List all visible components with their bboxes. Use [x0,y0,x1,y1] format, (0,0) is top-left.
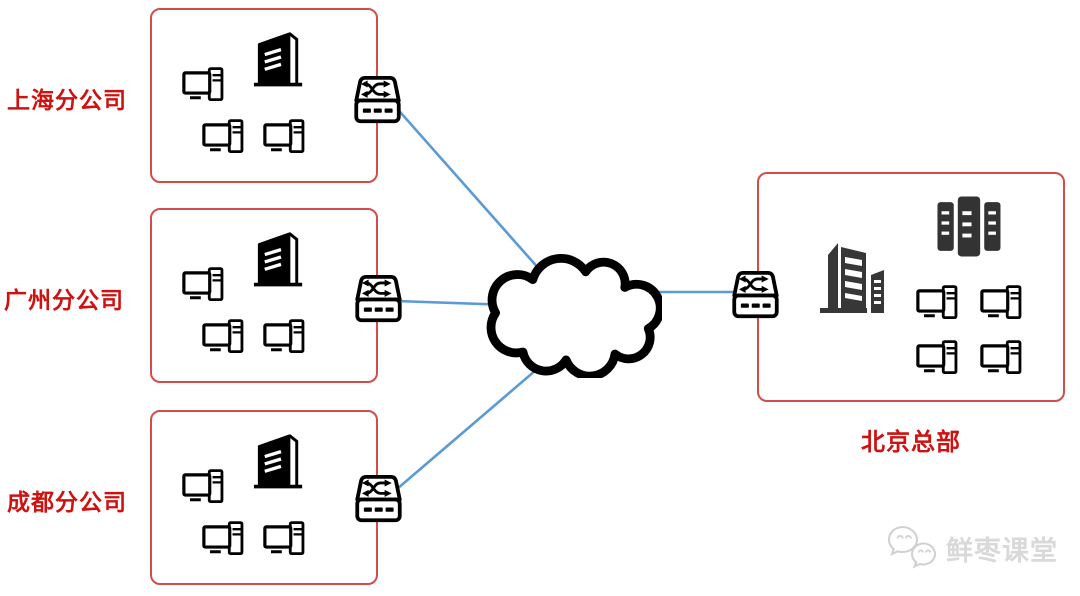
pc-icon [202,318,249,358]
pc-icon [182,468,229,508]
watermark-brand-text: 鲜枣课堂 [946,535,1058,566]
server-rack-icon [936,196,1004,259]
office-building-icon [249,430,312,491]
site-box-shanghai [150,8,378,183]
wechat-logo-icon [886,525,938,571]
watermark: 鲜枣课堂 [886,525,1058,571]
site-label-chengdu: 成都分公司 [7,489,127,515]
link-chengdu-cloud [389,357,551,496]
pc-icon [916,339,963,379]
office-building-icon [249,228,312,289]
site-label-beijing: 北京总部 [861,429,961,456]
network-switch-icon-chengdu [350,474,407,525]
pc-icon [916,284,963,324]
link-shanghai-cloud [392,103,541,271]
network-switch-icon-guangzhou [350,274,407,325]
pc-icon [182,66,229,106]
pc-icon [980,339,1027,379]
pc-icon [263,118,310,158]
pc-icon [182,266,229,306]
network-switch-icon-shanghai [349,75,406,126]
site-box-chengdu [150,410,378,585]
pc-icon [980,284,1027,324]
headquarters-building-icon [814,233,894,317]
pc-icon [202,520,249,560]
pc-icon [202,118,249,158]
site-label-guangzhou: 广州分公司 [4,287,124,313]
pc-icon [263,318,310,358]
network-switch-icon-beijing [727,270,784,321]
site-box-guangzhou [150,208,378,383]
office-building-icon [249,28,312,89]
wan-cloud-icon [476,238,662,378]
pc-icon [263,520,310,560]
site-label-shanghai: 上海分公司 [7,87,127,113]
